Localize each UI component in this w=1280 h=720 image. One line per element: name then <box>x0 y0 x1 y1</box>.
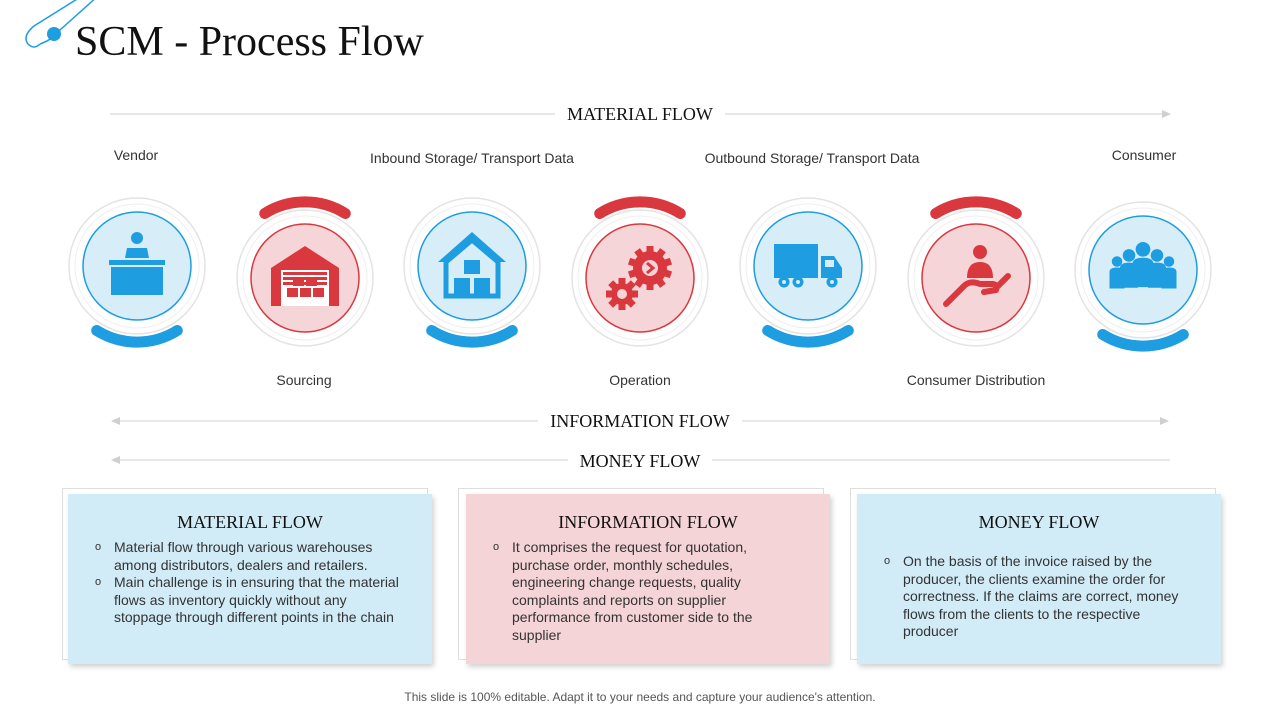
vendor-desk-icon <box>109 232 165 295</box>
truck-icon <box>774 244 842 288</box>
node-accent-arc <box>259 196 351 219</box>
process-node-7 <box>1074 201 1212 352</box>
list-item: Main challenge is in ensuring that the m… <box>95 574 404 627</box>
process-node-1 <box>68 197 206 348</box>
page-title: SCM - Process Flow <box>75 19 424 65</box>
card-material-flow: MATERIAL FLOW Material flow through vari… <box>68 494 432 664</box>
node-label-inbound-storage: Inbound Storage/ Transport Data <box>370 150 574 166</box>
node-circle <box>82 211 192 321</box>
decorative-clip-graphic <box>25 0 95 48</box>
process-flow-diagram <box>68 110 1212 464</box>
gears-icon <box>606 246 673 310</box>
node-label-consumer-distribution: Consumer Distribution <box>906 372 1046 388</box>
house-boxes-icon <box>438 232 506 299</box>
card-bullets: On the basis of the invoice raised by th… <box>857 553 1221 641</box>
footer-note: This slide is 100% editable. Adapt it to… <box>404 690 876 704</box>
node-label-operation: Operation <box>609 372 671 388</box>
node-label-vendor: Vendor <box>113 147 159 163</box>
process-node-6 <box>907 196 1045 347</box>
node-accent-arc <box>426 325 518 348</box>
hand-person-icon <box>943 245 1011 307</box>
node-accent-arc <box>762 325 854 348</box>
process-node-4 <box>571 196 709 347</box>
process-node-5 <box>739 197 877 348</box>
node-accent-arc <box>930 196 1022 219</box>
node-label-consumer: Consumer <box>1111 147 1177 163</box>
clip-dot-icon <box>47 27 61 41</box>
warehouse-icon <box>271 246 339 306</box>
node-accent-arc <box>1097 329 1189 352</box>
process-node-2 <box>236 196 374 347</box>
people-group-icon <box>1109 241 1177 289</box>
card-title: MONEY FLOW <box>978 512 1100 532</box>
list-item: Material flow through various warehouses… <box>95 539 404 574</box>
card-title: MATERIAL FLOW <box>177 512 323 532</box>
card-money-flow: MONEY FLOW On the basis of the invoice r… <box>857 494 1221 664</box>
list-item: On the basis of the invoice raised by th… <box>884 553 1193 641</box>
node-accent-arc <box>91 325 183 348</box>
card-information-flow: INFORMATION FLOW It comprises the reques… <box>466 494 830 664</box>
list-item: It comprises the request for quotation, … <box>493 539 802 645</box>
card-bullets: Material flow through various warehouses… <box>68 539 432 627</box>
card-title: INFORMATION FLOW <box>558 512 738 532</box>
node-accent-arc <box>594 196 686 219</box>
process-node-3 <box>403 197 541 348</box>
node-label-outbound-storage: Outbound Storage/ Transport Data <box>704 150 920 166</box>
node-label-sourcing: Sourcing <box>276 372 332 388</box>
card-bullets: It comprises the request for quotation, … <box>466 539 830 645</box>
